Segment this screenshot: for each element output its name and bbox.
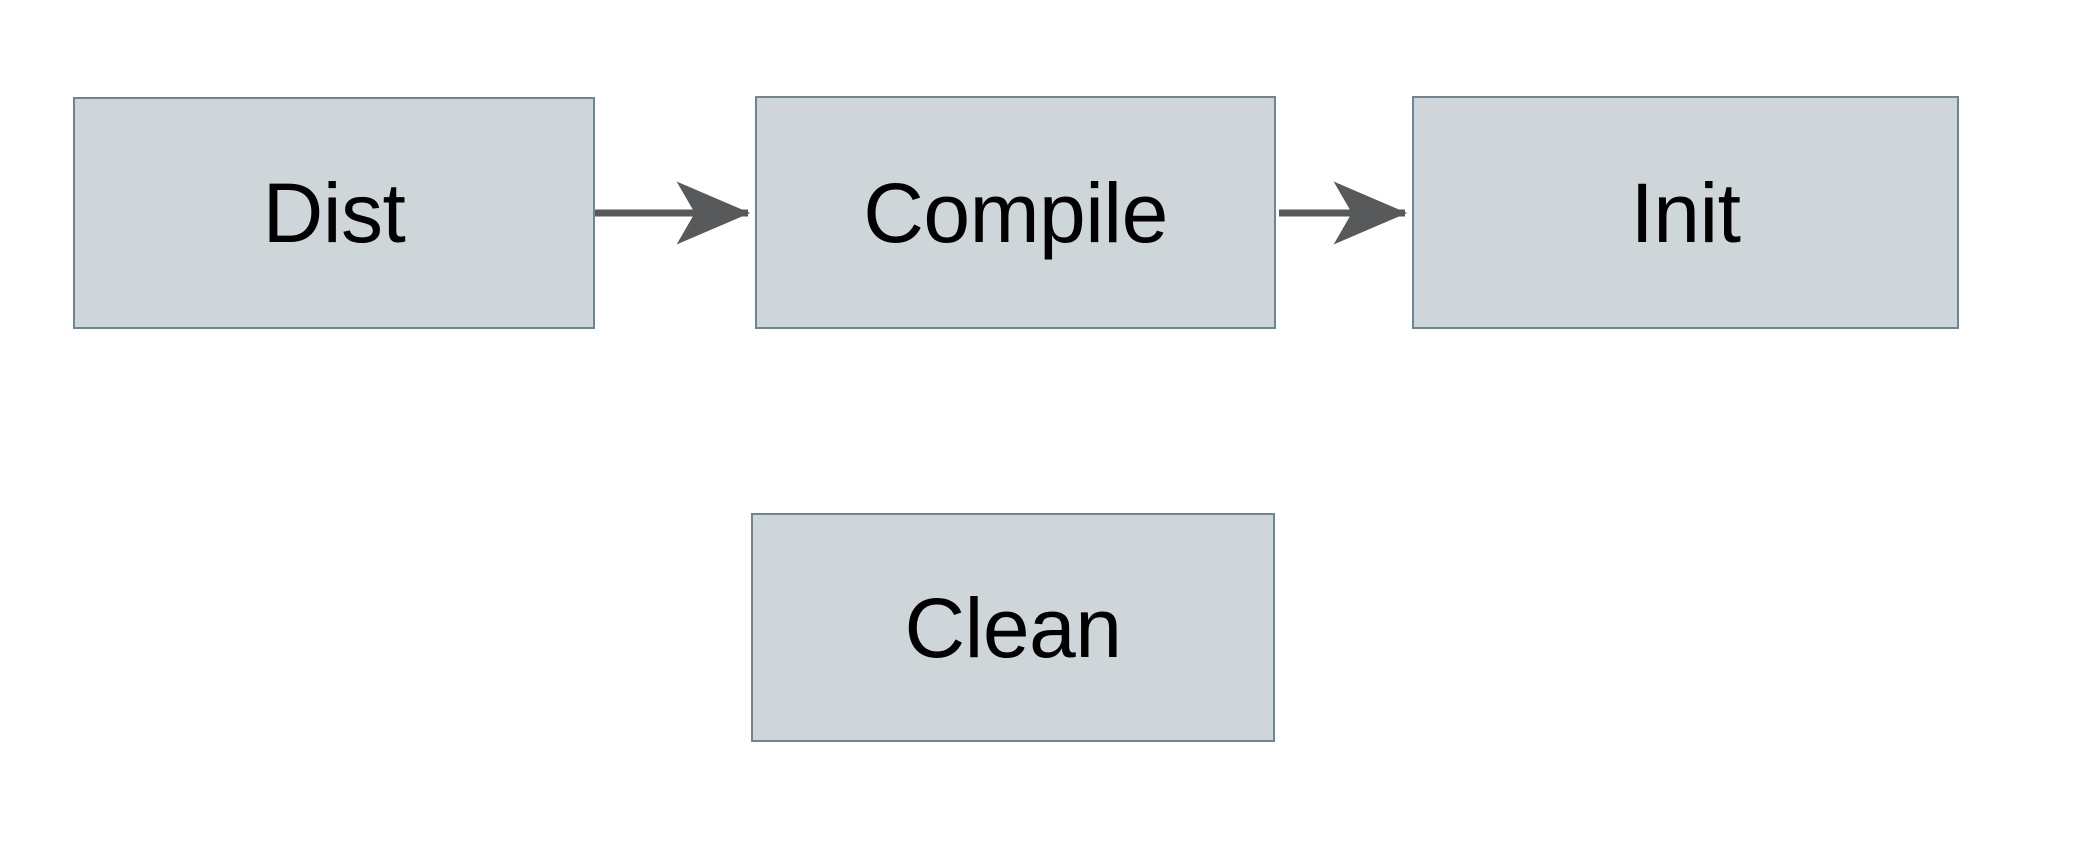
node-init[interactable]: Init (1412, 96, 1959, 329)
node-clean[interactable]: Clean (751, 513, 1275, 742)
node-dist-label: Dist (262, 166, 406, 260)
node-dist[interactable]: Dist (73, 97, 595, 329)
node-init-label: Init (1630, 165, 1741, 260)
edge-compile-to-init-hitarea[interactable] (1276, 193, 1412, 233)
node-compile[interactable]: Compile (755, 96, 1276, 329)
node-compile-label: Compile (863, 165, 1168, 260)
node-clean-label: Clean (904, 580, 1122, 675)
edge-dist-to-compile-hitarea[interactable] (595, 193, 755, 233)
